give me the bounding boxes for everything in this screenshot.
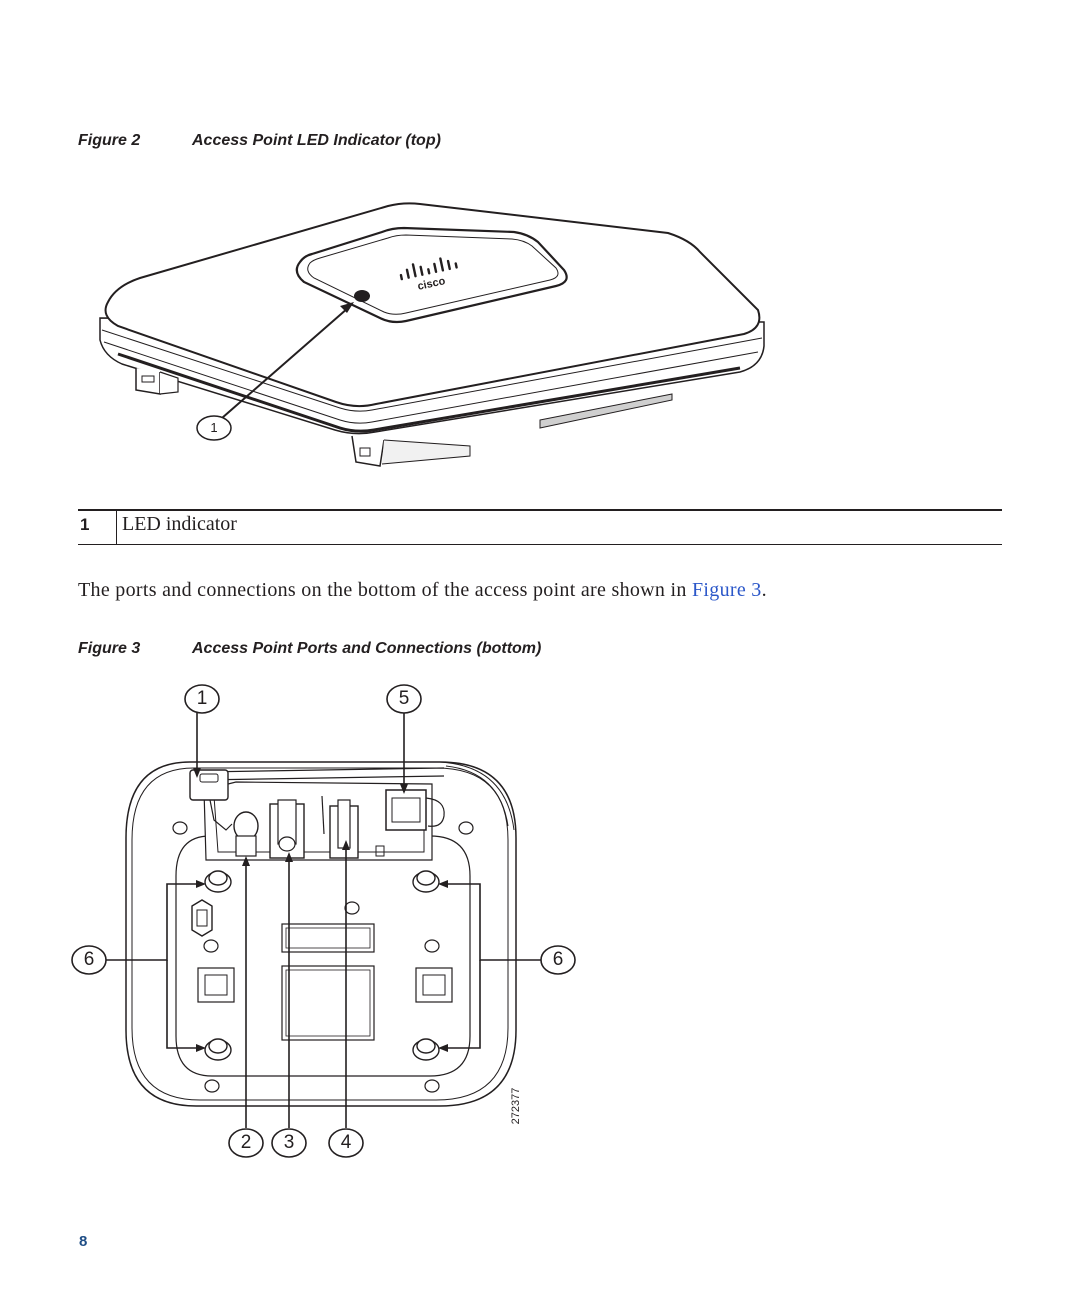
legend-text: LED indicator (122, 513, 237, 535)
paragraph-text: The ports and connections on the bottom … (78, 579, 692, 601)
art-number: 272377 (510, 1087, 522, 1125)
figure-2-callout-1: 1 (210, 420, 218, 435)
figure-3-callout-5: 5 (398, 688, 410, 709)
figure-3-callout-1: 1 (196, 688, 208, 709)
legend-column-divider (116, 511, 117, 544)
figure-3-callout-6-right: 6 (552, 949, 564, 970)
figure-2-title: Access Point LED Indicator (top) (192, 132, 441, 149)
figure-3-title: Access Point Ports and Connections (bott… (192, 640, 542, 657)
body-paragraph: The ports and connections on the bottom … (78, 579, 767, 602)
page-number: 8 (79, 1233, 88, 1250)
legend-top-rule (78, 509, 1002, 511)
figure-3-callout-2: 2 (240, 1132, 252, 1153)
access-point-bottom-illustration (71, 684, 576, 1158)
figure-2-label: Figure 2 (78, 132, 141, 149)
figure-3-callout-3: 3 (283, 1132, 295, 1153)
svg-text:cisco: cisco (416, 275, 446, 293)
led-indicator-dot (354, 290, 370, 302)
figure-3-callout-4: 4 (340, 1132, 352, 1153)
figure-3-label: Figure 3 (78, 640, 141, 657)
cisco-logo: cisco (399, 257, 458, 293)
legend-number: 1 (80, 515, 90, 534)
figure-3-link[interactable]: Figure 3 (691, 579, 762, 601)
paragraph-end: . (761, 579, 767, 601)
legend-bottom-rule (78, 544, 1002, 545)
figure-3-callout-6-left: 6 (83, 949, 95, 970)
access-point-top-illustration: cisco (99, 202, 765, 467)
